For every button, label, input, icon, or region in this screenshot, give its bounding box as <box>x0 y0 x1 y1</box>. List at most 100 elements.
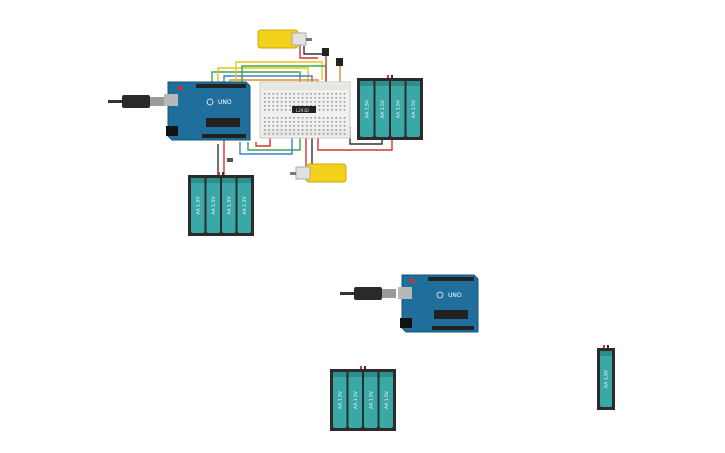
breadboard-hole[interactable] <box>314 101 316 103</box>
breadboard-hole[interactable] <box>272 97 274 99</box>
breadboard-hole[interactable] <box>289 121 291 123</box>
breadboard-hole[interactable] <box>331 101 333 103</box>
breadboard-hole[interactable] <box>322 133 325 135</box>
breadboard-hole[interactable] <box>289 117 291 119</box>
breadboard-hole[interactable] <box>276 133 279 135</box>
breadboard-hole[interactable] <box>280 129 283 131</box>
breadboard-hole[interactable] <box>264 121 266 123</box>
breadboard-hole[interactable] <box>264 101 266 103</box>
breadboard-hole[interactable] <box>276 117 279 119</box>
breadboard-hole[interactable] <box>297 129 300 131</box>
wire-blue-bottom[interactable] <box>239 134 293 155</box>
breadboard-hole[interactable] <box>314 117 316 119</box>
breadboard-hole[interactable] <box>343 105 346 107</box>
breadboard-hole[interactable] <box>285 93 287 95</box>
breadboard-hole[interactable] <box>301 125 304 127</box>
breadboard-hole[interactable] <box>268 133 270 135</box>
battery-terminal-red[interactable] <box>603 345 605 348</box>
breadboard-hole[interactable] <box>310 125 312 127</box>
breadboard-hole[interactable] <box>272 101 274 103</box>
breadboard-hole[interactable] <box>314 93 316 95</box>
wire-motor-top-black[interactable] <box>303 46 322 55</box>
breadboard-hole[interactable] <box>268 109 270 111</box>
breadboard-hole[interactable] <box>339 109 342 111</box>
breadboard-hole[interactable] <box>331 93 333 95</box>
wire-green-bottom[interactable] <box>247 134 301 151</box>
breadboard-hole[interactable] <box>314 129 316 131</box>
breadboard-hole[interactable] <box>293 129 295 131</box>
breadboard-hole[interactable] <box>339 125 342 127</box>
breadboard-hole[interactable] <box>318 109 321 111</box>
breadboard-hole[interactable] <box>343 129 346 131</box>
battery-terminal-red[interactable] <box>387 75 389 78</box>
breadboard-hole[interactable] <box>318 125 321 127</box>
breadboard[interactable]: L293D <box>259 81 351 139</box>
breadboard-hole[interactable] <box>310 121 312 123</box>
breadboard-hole[interactable] <box>289 105 291 107</box>
dc-motor-bottom[interactable] <box>290 163 347 183</box>
breadboard-hole[interactable] <box>310 105 312 107</box>
breadboard-hole[interactable] <box>285 129 287 131</box>
breadboard-hole[interactable] <box>301 93 304 95</box>
breadboard-hole[interactable] <box>339 133 342 135</box>
breadboard-hole[interactable] <box>264 109 266 111</box>
breadboard-hole[interactable] <box>268 105 270 107</box>
breadboard-hole[interactable] <box>335 109 337 111</box>
breadboard-hole[interactable] <box>306 129 308 131</box>
breadboard-hole[interactable] <box>297 105 300 107</box>
breadboard-hole[interactable] <box>314 97 316 99</box>
breadboard-hole[interactable] <box>331 97 333 99</box>
breadboard-hole[interactable] <box>339 129 342 131</box>
breadboard-hole[interactable] <box>331 133 333 135</box>
breadboard-hole[interactable] <box>335 125 337 127</box>
breadboard-hole[interactable] <box>285 125 287 127</box>
breadboard-hole[interactable] <box>285 117 287 119</box>
breadboard-hole[interactable] <box>301 101 304 103</box>
breadboard-hole[interactable] <box>289 125 291 127</box>
breadboard-hole[interactable] <box>276 129 279 131</box>
breadboard-hole[interactable] <box>318 97 321 99</box>
breadboard-hole[interactable] <box>339 117 342 119</box>
breadboard-hole[interactable] <box>293 93 295 95</box>
breadboard-hole[interactable] <box>314 105 316 107</box>
breadboard-hole[interactable] <box>264 105 266 107</box>
battery-terminal-black[interactable] <box>364 366 366 369</box>
breadboard-hole[interactable] <box>331 105 333 107</box>
breadboard-hole[interactable] <box>268 93 270 95</box>
breadboard-hole[interactable] <box>280 101 283 103</box>
breadboard-hole[interactable] <box>272 129 274 131</box>
battery-terminal-red[interactable] <box>360 366 362 369</box>
breadboard-hole[interactable] <box>272 133 274 135</box>
breadboard-hole[interactable] <box>318 121 321 123</box>
breadboard-hole[interactable] <box>293 121 295 123</box>
breadboard-hole[interactable] <box>285 109 287 111</box>
breadboard-hole[interactable] <box>272 109 274 111</box>
breadboard-hole[interactable] <box>314 133 316 135</box>
breadboard-hole[interactable] <box>322 117 325 119</box>
breadboard-hole[interactable] <box>301 105 304 107</box>
breadboard-hole[interactable] <box>310 117 312 119</box>
breadboard-hole[interactable] <box>264 125 266 127</box>
wire-yellow-top[interactable] <box>235 61 323 84</box>
battery-terminal-black[interactable] <box>222 172 224 175</box>
breadboard-hole[interactable] <box>335 97 337 99</box>
breadboard-hole[interactable] <box>343 117 346 119</box>
breadboard-hole[interactable] <box>310 97 312 99</box>
breadboard-hole[interactable] <box>331 125 333 127</box>
breadboard-hole[interactable] <box>280 117 283 119</box>
breadboard-hole[interactable] <box>327 93 329 95</box>
breadboard-hole[interactable] <box>272 105 274 107</box>
breadboard-hole[interactable] <box>280 93 283 95</box>
breadboard-hole[interactable] <box>310 129 312 131</box>
breadboard-hole[interactable] <box>268 117 270 119</box>
breadboard-hole[interactable] <box>264 129 266 131</box>
breadboard-hole[interactable] <box>335 101 337 103</box>
breadboard-hole[interactable] <box>322 109 325 111</box>
breadboard-hole[interactable] <box>331 109 333 111</box>
breadboard-hole[interactable] <box>331 121 333 123</box>
breadboard-hole[interactable] <box>318 101 321 103</box>
breadboard-hole[interactable] <box>318 93 321 95</box>
breadboard-hole[interactable] <box>318 105 321 107</box>
breadboard-hole[interactable] <box>272 125 274 127</box>
